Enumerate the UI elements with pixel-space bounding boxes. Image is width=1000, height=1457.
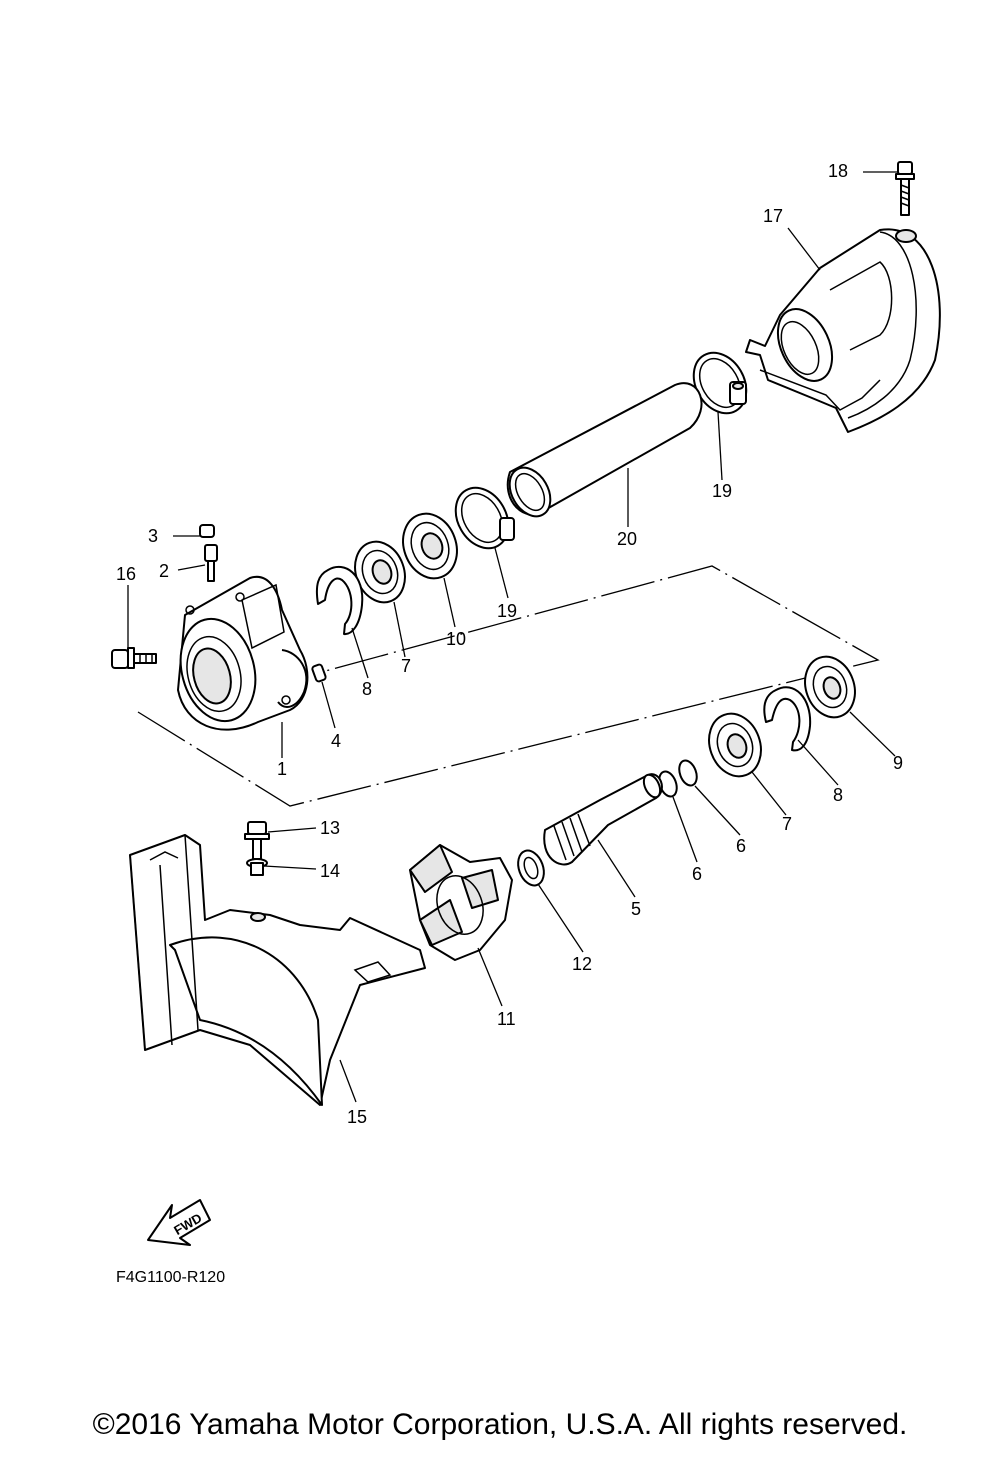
part-15-intake-housing — [129, 834, 426, 1106]
leader-lines — [127, 171, 898, 1103]
part-7-bearing-upper — [354, 540, 406, 604]
forward-direction-arrow-icon: FWD — [147, 1199, 211, 1246]
part-14-collar — [246, 858, 268, 876]
callout-14: 14 — [320, 861, 340, 881]
callout-3: 3 — [148, 526, 158, 546]
part-12-washer — [517, 849, 545, 887]
part-9-bearing — [804, 655, 856, 719]
copyright-notice: ©2016 Yamaha Motor Corporation, U.S.A. A… — [92, 1408, 908, 1441]
part-5-drive-shaft — [543, 773, 663, 866]
callout-7-upper: 7 — [401, 656, 411, 676]
callout-8-lower: 8 — [833, 785, 843, 805]
callout-17: 17 — [763, 206, 783, 226]
callout-12: 12 — [572, 954, 592, 974]
callout-19-lower: 19 — [497, 601, 517, 621]
part-11-coupler — [409, 844, 513, 961]
callout-13: 13 — [320, 818, 340, 838]
callout-numbers: 18 17 19 20 19 10 7 8 3 2 16 4 1 9 8 7 6… — [116, 161, 903, 1127]
callout-8-upper: 8 — [362, 679, 372, 699]
callout-5: 5 — [631, 899, 641, 919]
callout-16: 16 — [116, 564, 136, 584]
assembly-boundary — [137, 565, 880, 807]
callout-6-b: 6 — [692, 864, 702, 884]
callout-18: 18 — [828, 161, 848, 181]
part-16-bolt — [111, 647, 157, 669]
part-1-pump-housing — [177, 575, 309, 731]
part-20-hose — [506, 382, 703, 518]
part-10-bearing — [402, 512, 458, 580]
part-19-clamp-upper — [692, 351, 748, 415]
part-6-o-ring-a — [678, 759, 698, 787]
callout-10: 10 — [446, 629, 466, 649]
callout-15: 15 — [347, 1107, 367, 1127]
part-3-cap — [199, 524, 215, 538]
callout-7-lower: 7 — [782, 814, 792, 834]
part-8-circlip-lower — [763, 686, 812, 752]
callout-1: 1 — [277, 759, 287, 779]
callout-6-a: 6 — [736, 836, 746, 856]
callout-2: 2 — [159, 561, 169, 581]
callout-9: 9 — [893, 753, 903, 773]
part-2-fitting — [204, 544, 218, 582]
part-17-nozzle-duct — [745, 228, 941, 433]
callout-11: 11 — [497, 1009, 516, 1029]
callout-4: 4 — [331, 731, 341, 751]
callout-20: 20 — [617, 529, 637, 549]
part-18-bolt — [895, 161, 915, 216]
part-19-clamp-lower — [454, 486, 515, 550]
figure-code: F4G1100-R120 — [116, 1269, 225, 1286]
callout-19-upper: 19 — [712, 481, 732, 501]
part-8-circlip-upper — [315, 565, 364, 636]
part-7-bearing-lower — [708, 712, 762, 778]
part-4-dowel-pin — [311, 663, 327, 683]
part-13-bolt — [244, 821, 270, 860]
